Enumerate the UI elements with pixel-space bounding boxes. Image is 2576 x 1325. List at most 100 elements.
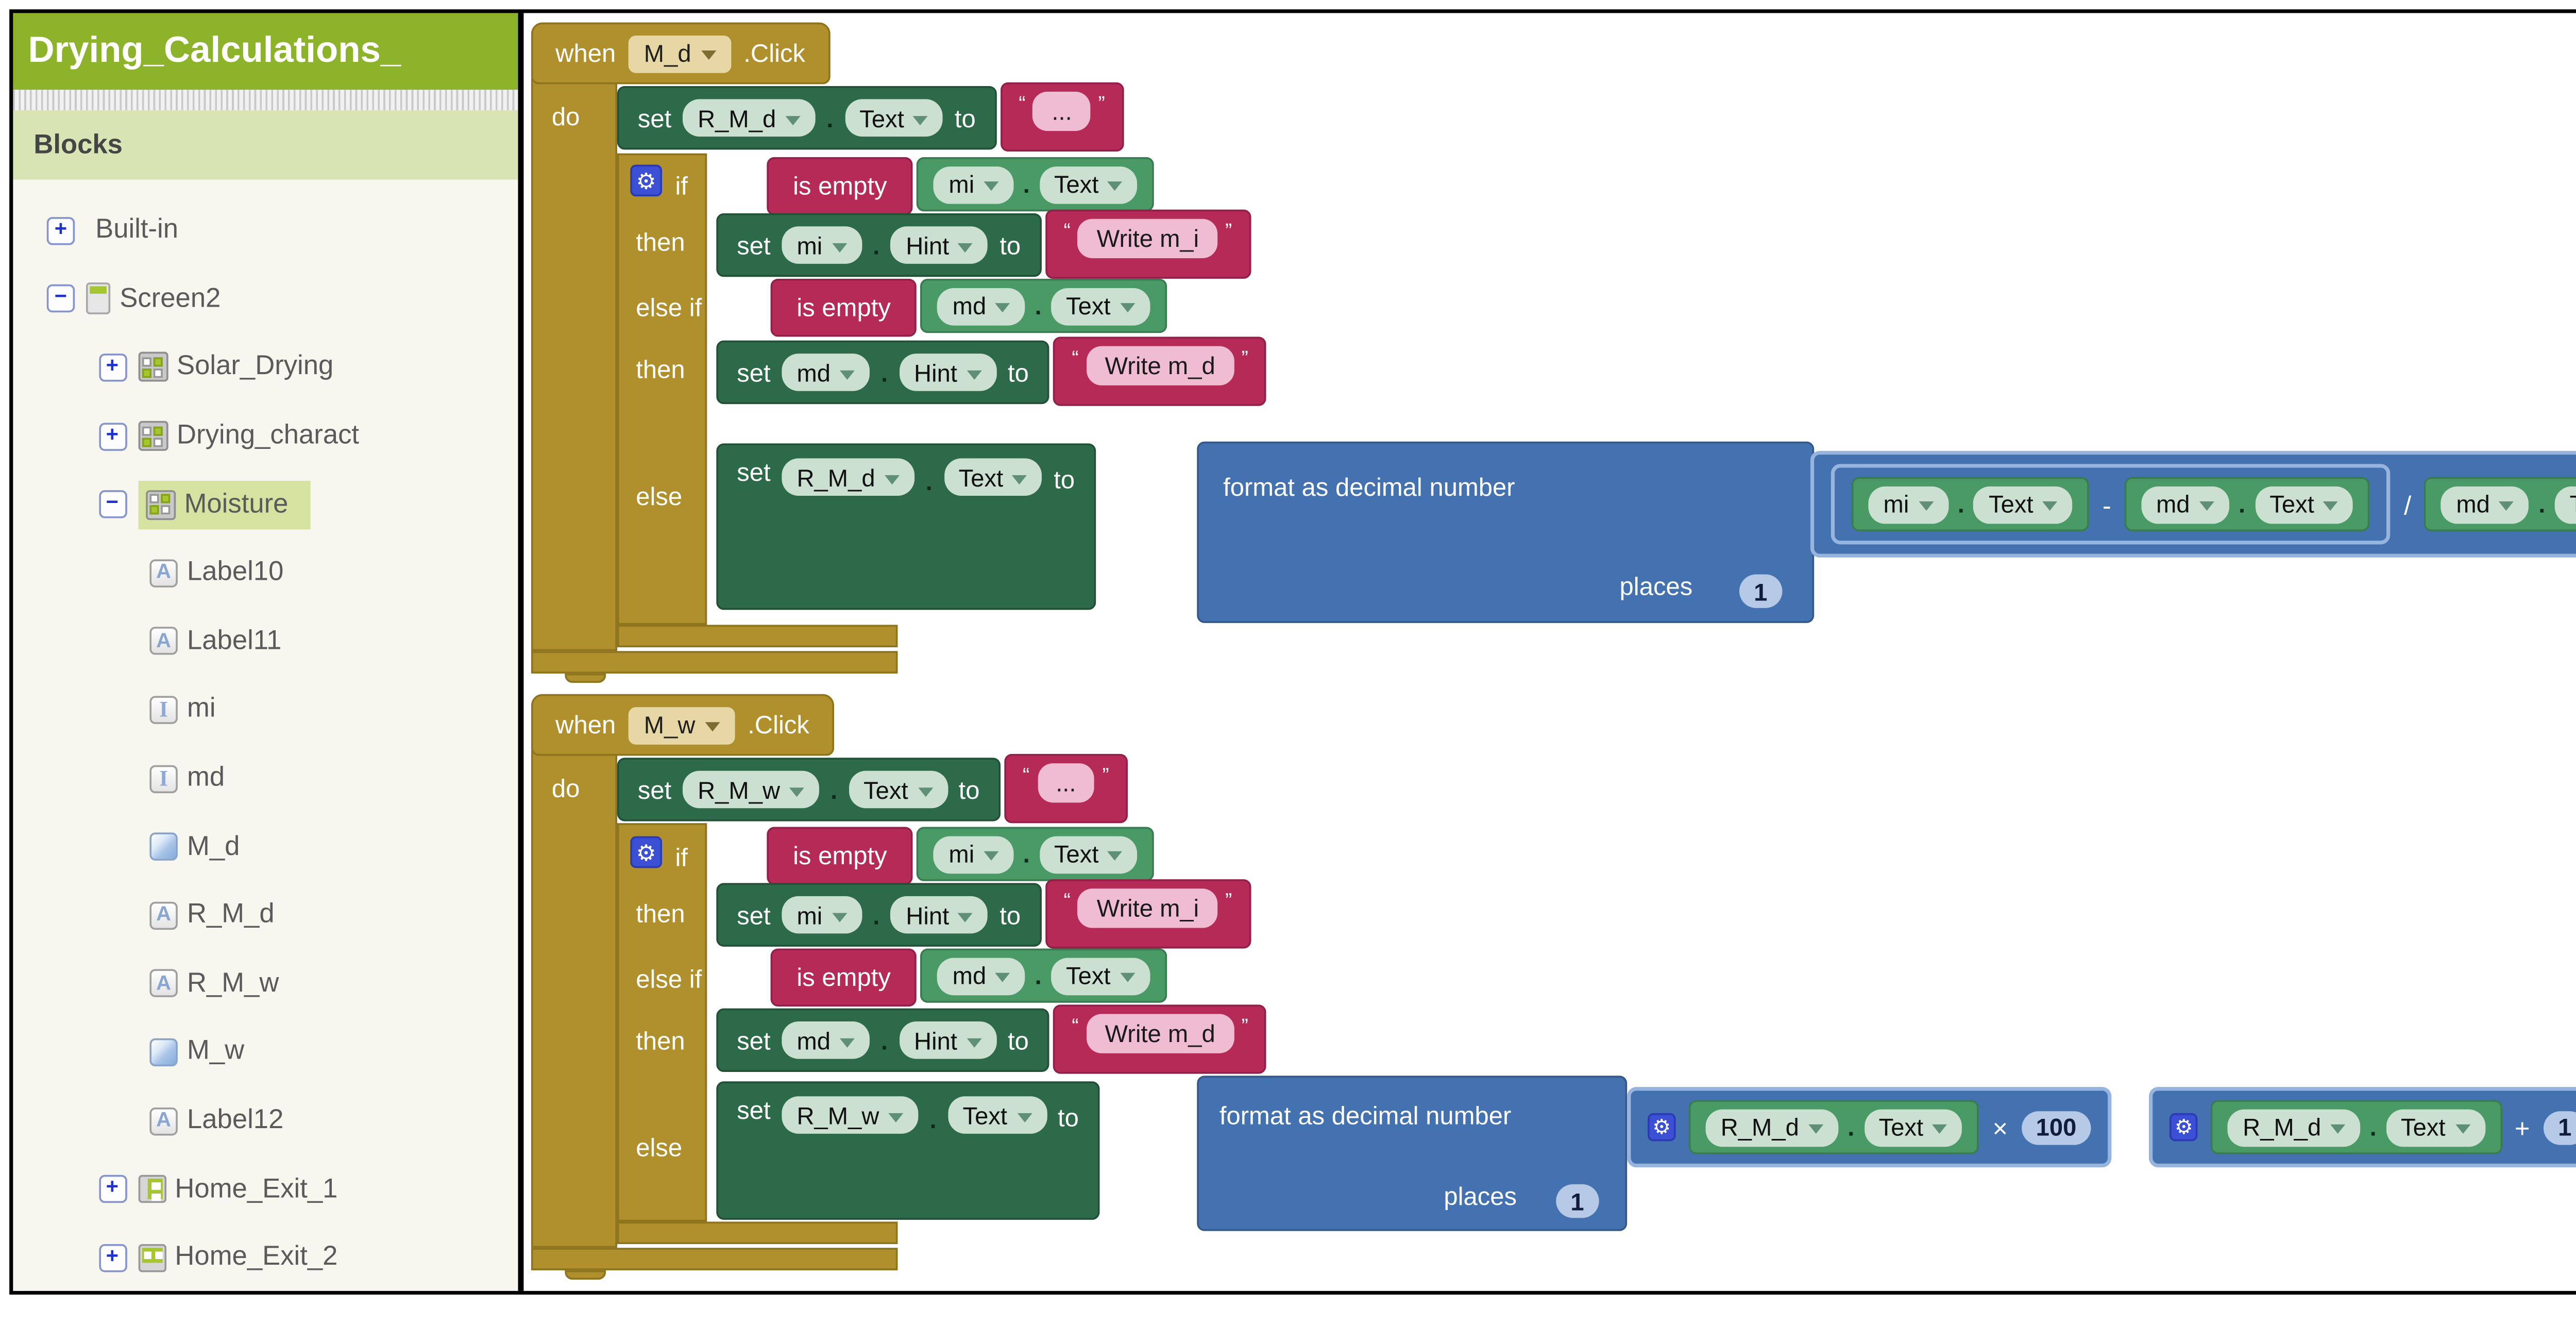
property-dropdown[interactable]: Text xyxy=(2255,485,2354,523)
property-dropdown[interactable]: Text xyxy=(1050,287,1150,325)
property-dropdown[interactable]: Text xyxy=(1863,1108,1963,1146)
if-block-spine[interactable] xyxy=(617,823,707,1222)
places-field[interactable]: 1 xyxy=(1555,1184,1599,1218)
tree-item-m_d[interactable]: M_d xyxy=(13,813,518,881)
format-decimal-block[interactable]: format as decimal number places 1 xyxy=(1197,1076,1628,1231)
component-dropdown[interactable]: mi xyxy=(782,226,862,264)
tree-item-screen2[interactable]: −Screen2 xyxy=(13,265,518,333)
is-empty-block[interactable]: is empty xyxy=(767,157,913,215)
expand-icon[interactable]: + xyxy=(46,216,75,245)
collapse-icon[interactable]: − xyxy=(46,285,75,313)
collapse-icon[interactable]: − xyxy=(98,490,127,519)
property-dropdown[interactable]: Text xyxy=(2554,485,2576,523)
component-dropdown[interactable]: R_M_w xyxy=(683,770,820,809)
property-dropdown[interactable]: Text xyxy=(1974,485,2073,523)
number-field[interactable]: 1 xyxy=(2543,1110,2576,1144)
text-field[interactable]: ... xyxy=(1037,763,1095,803)
when-mw-do-spine[interactable] xyxy=(531,750,617,1248)
component-dropdown[interactable]: R_M_w xyxy=(782,1096,919,1134)
mutator-gear-icon[interactable]: ⚙ xyxy=(1648,1113,1676,1142)
text-string-block[interactable]: “ Write m_i ” xyxy=(1045,209,1251,279)
property-dropdown[interactable]: Text xyxy=(1039,835,1138,873)
property-getter-block[interactable]: R_M_d . Text xyxy=(2211,1100,2502,1154)
property-dropdown[interactable]: Text xyxy=(1050,957,1150,995)
text-string-block[interactable]: “ ... ” xyxy=(999,82,1124,152)
property-dropdown[interactable]: Hint xyxy=(891,226,989,264)
text-string-block[interactable]: “ Write m_i ” xyxy=(1045,879,1251,949)
mutator-gear-icon[interactable]: ⚙ xyxy=(630,164,663,197)
is-empty-block[interactable]: is empty xyxy=(770,948,917,1007)
tree-item-home_exit_2[interactable]: +Home_Exit_2 xyxy=(13,1223,518,1291)
if-block-spine[interactable] xyxy=(617,153,707,625)
property-getter-block[interactable]: mi . Text xyxy=(917,157,1155,212)
property-getter-block[interactable]: R_M_d . Text xyxy=(1688,1100,1980,1154)
set-block[interactable]: set R_M_d . Text to xyxy=(617,86,996,150)
when-md-do-spine[interactable] xyxy=(531,78,617,651)
property-dropdown[interactable]: Hint xyxy=(891,896,989,934)
tree-item-built-in[interactable]: +Built-in xyxy=(13,196,518,265)
property-dropdown[interactable]: Text xyxy=(849,770,947,809)
property-getter-block[interactable]: md . Text xyxy=(920,948,1167,1003)
component-dropdown[interactable]: md xyxy=(782,354,870,391)
text-field[interactable]: ... xyxy=(1033,91,1091,131)
tree-item-moisture[interactable]: −Moisture xyxy=(13,471,518,539)
set-block[interactable]: set R_M_w . Text to xyxy=(716,1081,1099,1220)
format-decimal-block[interactable]: format as decimal number places 1 xyxy=(1197,441,1815,623)
component-dropdown[interactable]: R_M_d xyxy=(1705,1108,1839,1146)
tree-item-home_exit_1[interactable]: +Home_Exit_1 xyxy=(13,1155,518,1223)
component-dropdown[interactable]: md xyxy=(937,957,1026,995)
set-block[interactable]: set mi . Hint to xyxy=(716,883,1042,947)
tree-item-drying_charact[interactable]: +Drying_charact xyxy=(13,402,518,471)
expand-icon[interactable]: + xyxy=(98,1243,127,1272)
property-dropdown[interactable]: Text xyxy=(947,1096,1047,1134)
property-dropdown[interactable]: Hint xyxy=(899,354,997,391)
component-dropdown[interactable]: md xyxy=(782,1021,870,1059)
property-getter-block[interactable]: mi . Text xyxy=(917,827,1155,881)
component-dropdown[interactable]: mi xyxy=(782,896,862,934)
is-empty-block[interactable]: is empty xyxy=(770,278,917,337)
event-component-dropdown[interactable]: M_d xyxy=(629,35,731,72)
text-field[interactable]: Write m_i xyxy=(1078,219,1218,258)
property-dropdown[interactable]: Hint xyxy=(899,1021,997,1059)
text-string-block[interactable]: “ ... ” xyxy=(1004,753,1128,824)
set-block[interactable]: set R_M_w . Text to xyxy=(617,758,1001,821)
property-dropdown[interactable]: Text xyxy=(1039,165,1138,203)
component-dropdown[interactable]: md xyxy=(2141,485,2229,523)
division-block[interactable]: mi . Text - md . Text / md . Text xyxy=(1810,450,2576,558)
number-field[interactable]: 100 xyxy=(2021,1110,2092,1144)
component-dropdown[interactable]: mi xyxy=(1868,485,1948,523)
property-dropdown[interactable]: Text xyxy=(844,99,944,137)
mutator-gear-icon[interactable]: ⚙ xyxy=(630,836,663,868)
mutator-gear-icon[interactable]: ⚙ xyxy=(2170,1113,2198,1142)
set-block[interactable]: set mi . Hint to xyxy=(716,213,1042,277)
property-getter-block[interactable]: mi . Text xyxy=(1851,477,2090,531)
multiplication-block[interactable]: ⚙ R_M_d . Text × 100 xyxy=(1627,1087,2112,1168)
expand-icon[interactable]: + xyxy=(98,354,127,382)
component-dropdown[interactable]: md xyxy=(2441,485,2530,523)
expand-icon[interactable]: + xyxy=(98,422,127,450)
component-dropdown[interactable]: R_M_d xyxy=(782,458,914,496)
text-string-block[interactable]: “ Write m_d ” xyxy=(1053,337,1267,406)
when-mw-click-block[interactable]: when M_w .Click xyxy=(531,694,834,756)
component-dropdown[interactable]: R_M_d xyxy=(683,99,816,137)
places-field[interactable]: 1 xyxy=(1739,574,1783,608)
subtraction-block[interactable]: mi . Text - md . Text xyxy=(1831,464,2391,545)
when-md-click-block[interactable]: when M_d .Click xyxy=(531,22,830,85)
set-block[interactable]: set R_M_d . Text to xyxy=(716,443,1096,610)
property-dropdown[interactable]: Text xyxy=(943,458,1043,496)
text-string-block[interactable]: “ Write m_d ” xyxy=(1053,1004,1267,1074)
text-field[interactable]: Write m_d xyxy=(1086,1014,1234,1053)
component-dropdown[interactable]: md xyxy=(937,287,1026,325)
addition-block[interactable]: ⚙ R_M_d . Text + 1 xyxy=(2149,1087,2576,1168)
expand-icon[interactable]: + xyxy=(98,1175,127,1203)
property-dropdown[interactable]: Text xyxy=(2385,1108,2485,1146)
text-field[interactable]: Write m_d xyxy=(1086,346,1234,385)
set-block[interactable]: set md . Hint to xyxy=(716,1008,1049,1072)
